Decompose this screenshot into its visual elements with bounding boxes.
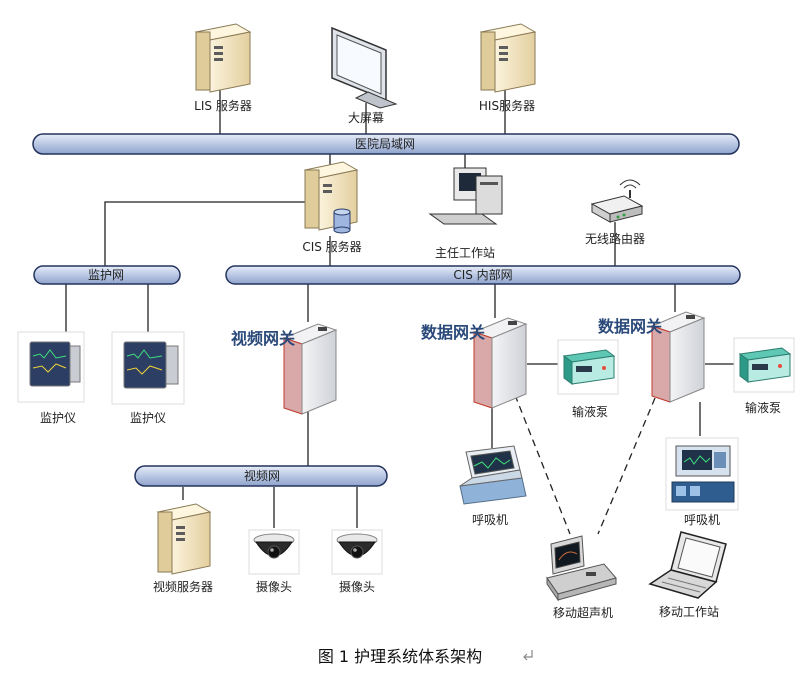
router-icon: [590, 179, 644, 223]
ultrasound-machine-icon: [546, 535, 617, 602]
wireless-gw1-ultrasound: [514, 394, 571, 535]
lis-server-node: LIS 服务器: [194, 23, 252, 113]
cis-server-label: CIS 服务器: [302, 239, 361, 254]
bus-hospital-lan: 医院局域网: [32, 133, 740, 155]
infusion-pump-2-label: 输液泵: [745, 400, 781, 415]
dome-camera-icon: [248, 529, 300, 575]
monitor-device-1: 监护仪: [17, 331, 85, 425]
wireless-router-node: 无线路由器: [585, 179, 645, 246]
figure-caption: 图 1 护理系统体系架构: [318, 647, 482, 666]
bus-label-hospital-lan: 医院局域网: [355, 137, 415, 151]
monitor-device-2: 监护仪: [111, 331, 185, 425]
data-gateway-2-label: 数据网关: [598, 317, 662, 336]
big-screen-node: 大屏幕: [331, 26, 398, 125]
video-gateway-node: 视频网关: [231, 323, 338, 415]
infusion-pump-1-node: 输液泵: [557, 339, 619, 419]
server-icon: [194, 23, 252, 93]
camera-2-node: 摄像头: [331, 529, 383, 594]
director-workstation-label: 主任工作站: [435, 246, 495, 260]
connection-lines: [65, 88, 735, 528]
monitor-screen-icon: [331, 26, 398, 109]
ventilator-1-label: 呼吸机: [472, 513, 508, 527]
bus-label-monitor-net: 监护网: [88, 268, 124, 282]
director-workstation-node: 主任工作站: [428, 167, 503, 260]
bus-label-video-net: 视频网: [244, 468, 280, 483]
patient-monitor-icon: [111, 331, 185, 405]
patient-monitor-icon: [17, 331, 85, 403]
infusion-pump-icon: [733, 337, 795, 393]
his-server-label: HIS服务器: [479, 98, 535, 113]
data-gateway-1-label: 数据网关: [421, 323, 485, 342]
gateway-box-icon: [650, 311, 706, 403]
ventilator-1-node: 呼吸机: [459, 445, 527, 527]
monitor-device-2-label: 监护仪: [130, 411, 166, 425]
ventilator-2-label: 呼吸机: [684, 513, 720, 527]
bus-cis-intranet: CIS 内部网: [225, 265, 741, 285]
bus-monitor-net: 监护网: [33, 265, 181, 285]
server-icon: [156, 503, 212, 575]
lis-server-label: LIS 服务器: [194, 98, 252, 113]
desktop-computer-icon: [428, 167, 503, 225]
dome-camera-icon: [331, 529, 383, 575]
ventilator-icon: [459, 445, 527, 505]
ventilator-icon: [665, 437, 739, 511]
mobile-ultrasound-label: 移动超声机: [553, 605, 613, 620]
data-gateway-2-node: 数据网关: [598, 311, 706, 403]
video-server-label: 视频服务器: [153, 579, 213, 594]
mobile-workstation-node: 移动工作站: [648, 531, 727, 619]
infusion-pump-icon: [557, 339, 619, 395]
cis-server-node: CIS 服务器: [302, 161, 362, 254]
gateway-box-icon: [472, 317, 528, 409]
return-mark-icon: [523, 650, 533, 661]
database-icon: [333, 208, 351, 234]
camera-1-label: 摄像头: [256, 579, 292, 594]
big-screen-label: 大屏幕: [348, 111, 384, 125]
video-gateway-label: 视频网关: [231, 329, 295, 348]
wireless-links: [514, 394, 656, 535]
infusion-pump-2-node: 输液泵: [733, 337, 795, 415]
camera-2-label: 摄像头: [339, 579, 375, 594]
monitor-device-1-label: 监护仪: [40, 411, 76, 425]
wireless-router-label: 无线路由器: [585, 231, 645, 246]
ventilator-2-node: 呼吸机: [665, 437, 739, 527]
link-cis-server-monitor-net: [104, 201, 305, 268]
his-server-node: HIS服务器: [479, 23, 537, 113]
wireless-gw2-ultrasound: [597, 397, 656, 535]
camera-1-node: 摄像头: [248, 529, 300, 594]
server-icon: [479, 23, 537, 93]
bus-video-net: 视频网: [134, 465, 388, 487]
mobile-ultrasound-node: 移动超声机: [546, 535, 617, 620]
bus-label-cis-intranet: CIS 内部网: [453, 267, 512, 282]
laptop-icon: [648, 531, 727, 599]
data-gateway-1-node: 数据网关: [421, 317, 528, 409]
infusion-pump-1-label: 输液泵: [572, 404, 608, 419]
gateway-box-icon: [282, 323, 338, 415]
video-server-node: 视频服务器: [153, 503, 213, 594]
mobile-workstation-label: 移动工作站: [659, 605, 719, 619]
